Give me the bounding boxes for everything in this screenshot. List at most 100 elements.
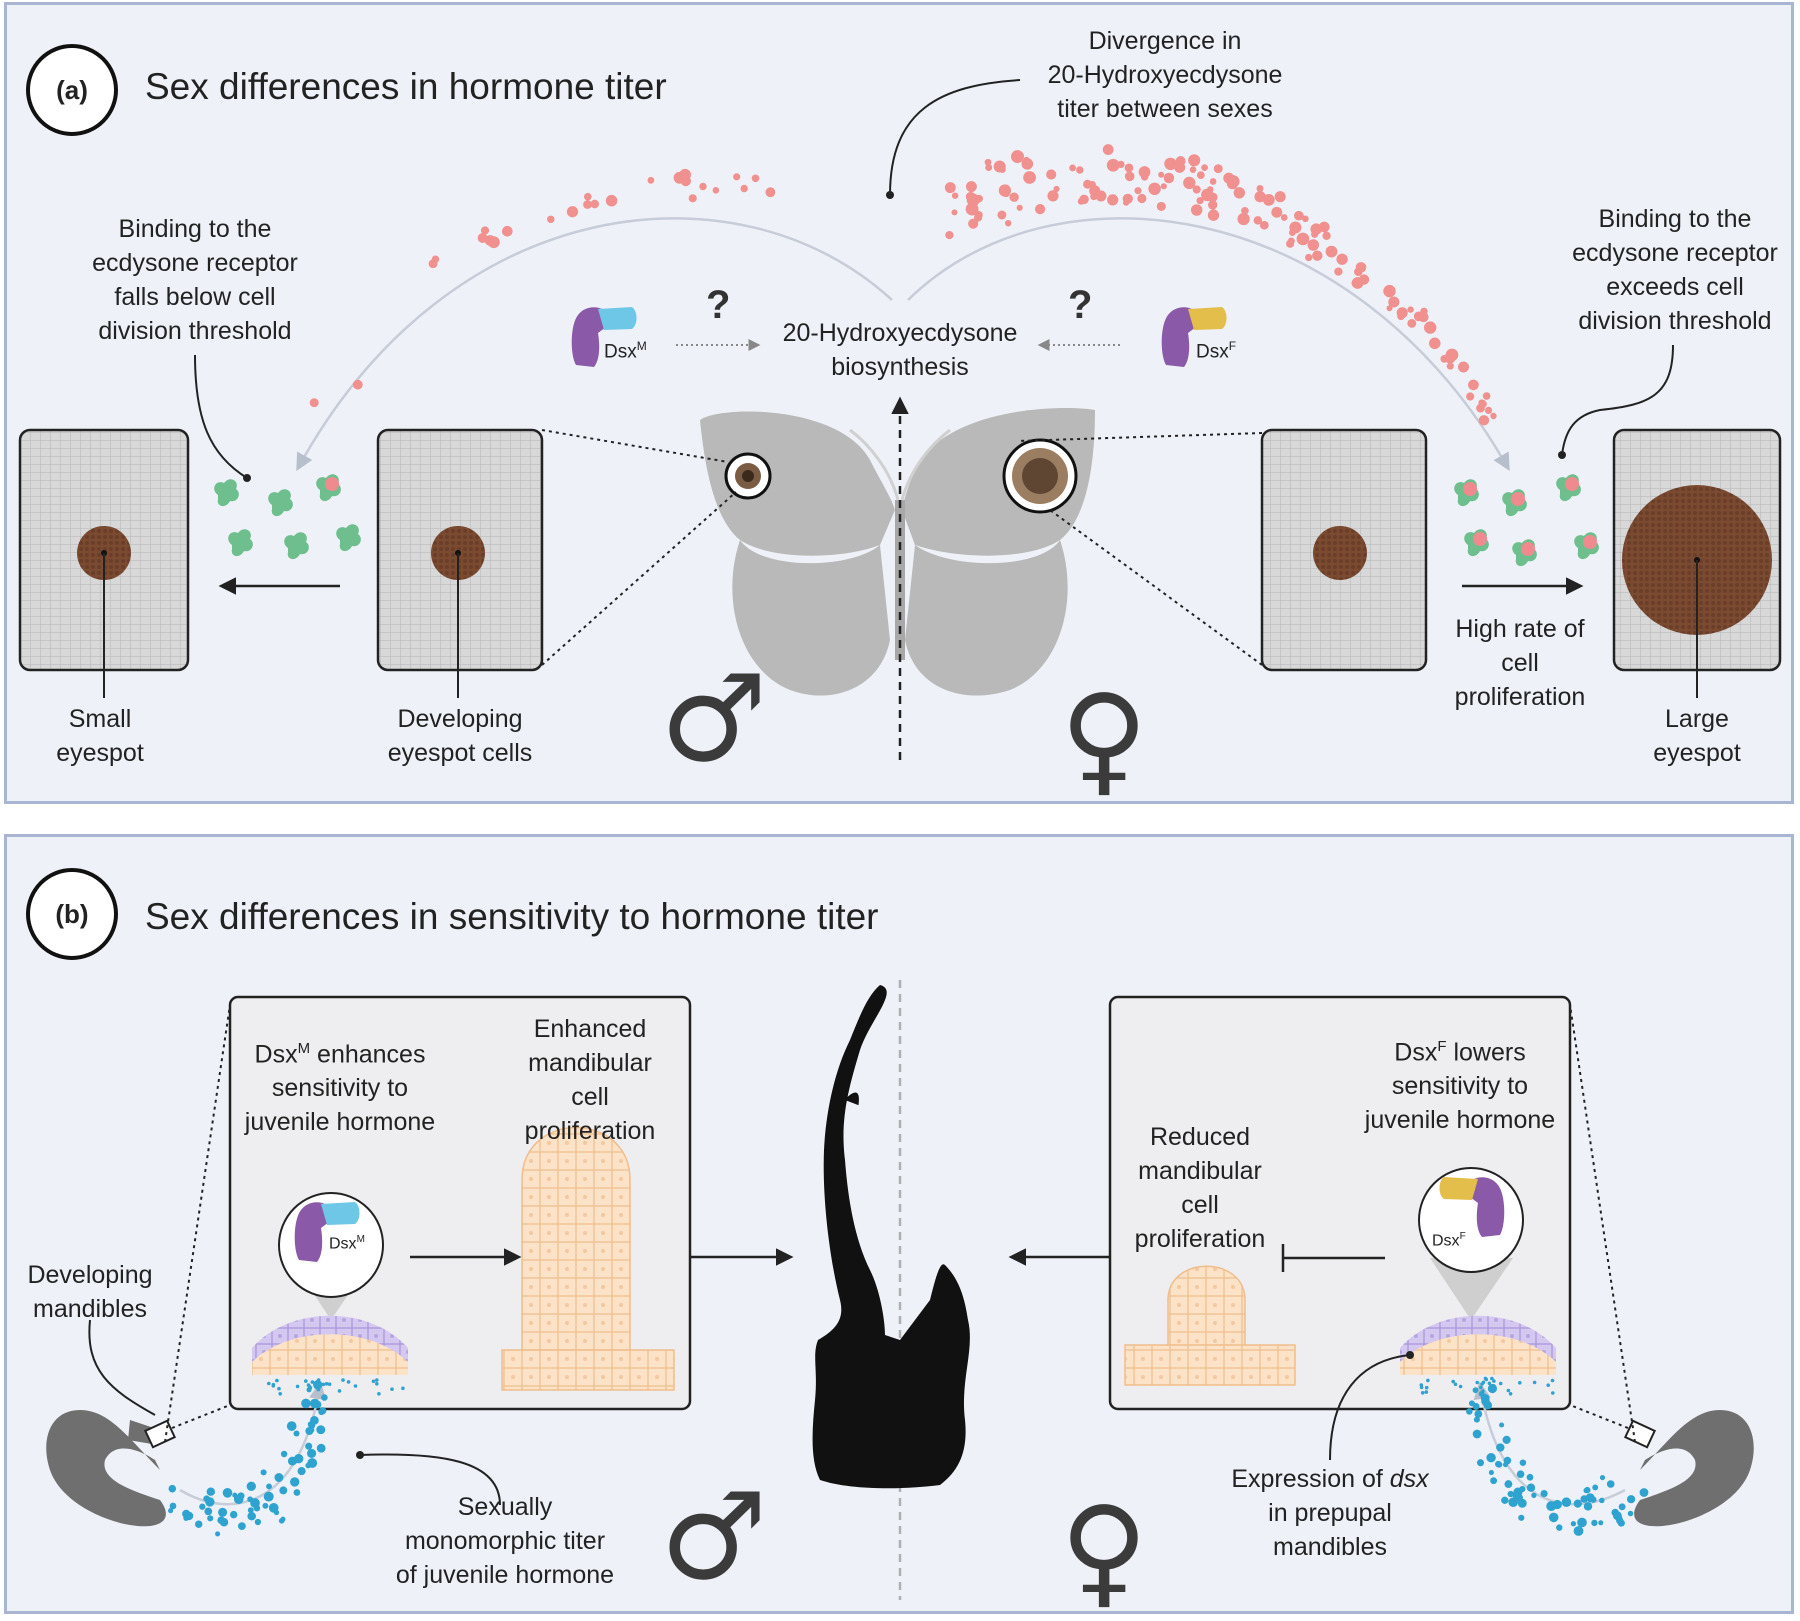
particle xyxy=(477,233,488,243)
particle xyxy=(1521,542,1535,556)
particle xyxy=(1429,337,1441,350)
particle xyxy=(1424,1385,1429,1390)
particle xyxy=(1311,230,1319,238)
particle xyxy=(1189,166,1197,173)
particle xyxy=(1326,247,1334,255)
particle xyxy=(327,1382,332,1386)
particle xyxy=(1496,1443,1505,1452)
particle xyxy=(1508,1392,1513,1396)
particle xyxy=(297,1467,306,1476)
particle xyxy=(247,1511,256,1521)
reduced-proliferation xyxy=(1124,1265,1296,1386)
particle xyxy=(1011,150,1024,164)
particle xyxy=(733,173,741,181)
particle xyxy=(1540,1489,1548,1498)
particle xyxy=(1478,415,1490,426)
question-mark-right: ? xyxy=(1068,283,1093,327)
particle xyxy=(1396,307,1408,319)
particle xyxy=(280,1516,286,1522)
particle xyxy=(1233,187,1245,199)
particle xyxy=(740,184,748,193)
particle xyxy=(1570,1521,1577,1527)
particle xyxy=(993,160,1006,173)
particle xyxy=(688,194,697,203)
particle xyxy=(321,1382,326,1387)
particle xyxy=(428,259,438,269)
particle xyxy=(341,1378,345,1382)
male-symbol-b: ♂ xyxy=(660,1468,768,1607)
particle xyxy=(1488,1470,1494,1476)
particle xyxy=(547,215,555,224)
particle xyxy=(1484,406,1493,415)
dsx-m-label: DsxM xyxy=(604,339,647,363)
large-eyespot-grid xyxy=(1612,428,1782,698)
particle xyxy=(1492,1384,1496,1388)
particle xyxy=(1107,194,1119,206)
dsx-f-magnifier xyxy=(1418,1167,1524,1320)
particle xyxy=(944,182,956,194)
particle xyxy=(309,398,319,408)
particle xyxy=(1502,1435,1511,1444)
particle xyxy=(1420,1391,1425,1395)
receptor xyxy=(214,479,239,507)
particle xyxy=(401,1386,405,1391)
receptor xyxy=(268,489,293,517)
particle xyxy=(1274,191,1286,203)
female-symbol-a: ♀ xyxy=(1060,670,1148,809)
particle xyxy=(1618,1503,1626,1511)
particle xyxy=(1256,184,1264,193)
particle xyxy=(390,1387,394,1391)
particle xyxy=(307,1384,312,1389)
particle xyxy=(1475,1380,1479,1385)
female-symbol-b: ♀ xyxy=(1060,1482,1148,1621)
dsx-m-label-b: DsxM xyxy=(329,1234,365,1253)
particle xyxy=(951,192,959,199)
particle xyxy=(1286,239,1295,248)
particle xyxy=(1124,163,1134,173)
enhanced-proliferation xyxy=(501,1126,675,1391)
mandible-silhouette xyxy=(812,985,970,1489)
particle xyxy=(590,199,600,209)
particle xyxy=(1573,1526,1584,1536)
particle xyxy=(1237,212,1250,226)
dsx-f-label-b: DsxF xyxy=(1432,1231,1466,1250)
panel-b-title: Sex differences in sensitivity to hormon… xyxy=(145,896,879,937)
ecdysone-receptors xyxy=(214,474,1599,567)
particle xyxy=(984,158,992,166)
particle xyxy=(1483,1376,1488,1381)
larva-left xyxy=(46,1410,166,1527)
particle xyxy=(321,1394,328,1401)
particle xyxy=(1451,1379,1455,1384)
particle xyxy=(487,236,500,249)
panel-a-badge: (a) xyxy=(26,44,118,136)
particle xyxy=(1160,183,1167,190)
particle xyxy=(1076,166,1084,174)
particle xyxy=(277,1386,281,1391)
particle xyxy=(1506,1388,1511,1393)
particle xyxy=(1294,210,1304,221)
particle xyxy=(1508,1497,1519,1508)
particle xyxy=(647,176,655,184)
particle xyxy=(275,1378,279,1383)
particle xyxy=(1519,1459,1527,1466)
particle xyxy=(975,194,983,203)
particle xyxy=(246,1481,256,1491)
particle xyxy=(271,1382,276,1387)
particle xyxy=(945,230,954,240)
particle xyxy=(260,1469,267,1476)
particle xyxy=(1468,379,1479,391)
particle xyxy=(680,175,692,187)
particle xyxy=(278,1392,283,1396)
panel-b-badge: (b) xyxy=(26,868,118,960)
particle xyxy=(1241,206,1249,215)
small-eyespot-grid xyxy=(18,428,190,698)
particle xyxy=(1482,392,1491,400)
particle xyxy=(305,1426,314,1436)
particle xyxy=(1561,1497,1572,1507)
particle xyxy=(232,1492,238,1498)
particle xyxy=(501,225,513,237)
